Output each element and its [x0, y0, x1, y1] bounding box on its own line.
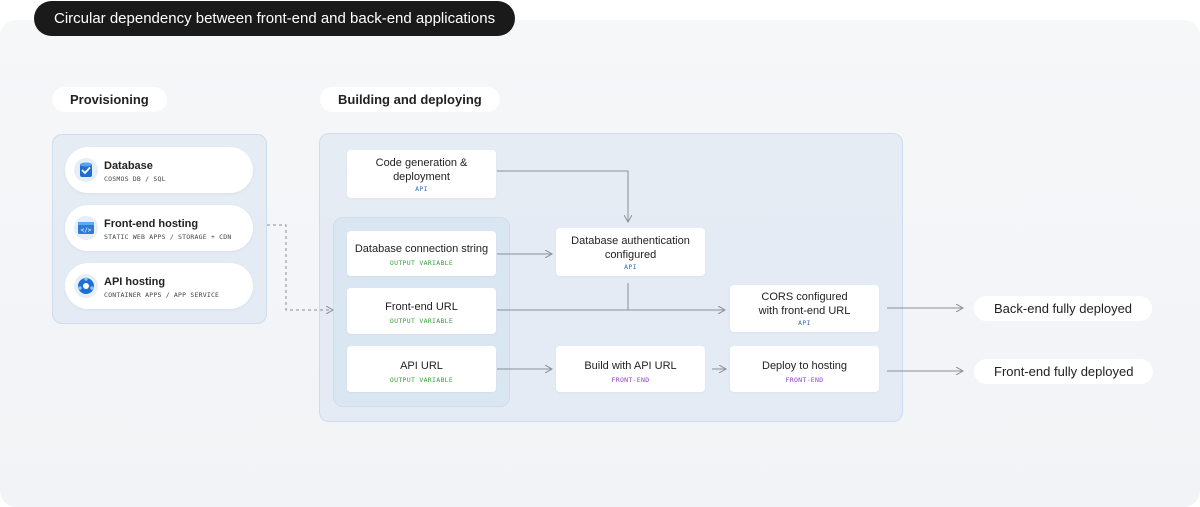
service-database: Database COSMOS DB / SQL — [65, 147, 253, 193]
step-tag: OUTPUT VARIABLE — [389, 259, 454, 267]
service-frontend-hosting: </> Front-end hosting STATIC WEB APPS / … — [65, 205, 253, 251]
service-sub: STATIC WEB APPS / STORAGE + CDN — [104, 233, 232, 241]
service-name: Database — [104, 160, 153, 172]
svg-text:</>: </> — [81, 227, 92, 234]
service-api-hosting: API hosting CONTAINER APPS / APP SERVICE — [65, 263, 253, 309]
section-provisioning: Provisioning — [52, 87, 167, 112]
step-label: Build with API URL — [584, 360, 677, 372]
step-tag: OUTPUT VARIABLE — [389, 317, 454, 325]
step-label: configured — [604, 249, 657, 261]
step-label: Code generation & — [375, 157, 468, 169]
step-db-connection-string: Database connection string OUTPUT VARIAB… — [347, 231, 496, 276]
outcome-frontend-deployed: Front-end fully deployed — [974, 359, 1154, 384]
step-deploy-to-hosting: Deploy to hosting FRONT-END — [730, 346, 879, 392]
service-sub: COSMOS DB / SQL — [104, 175, 166, 183]
service-sub: CONTAINER APPS / APP SERVICE — [104, 291, 220, 299]
step-tag: FRONT-END — [611, 376, 650, 384]
step-label: with front-end URL — [758, 305, 851, 317]
step-tag: FRONT-END — [785, 376, 824, 384]
step-label: deployment — [393, 171, 450, 183]
step-tag: OUTPUT VARIABLE — [389, 376, 454, 384]
step-frontend-url: Front-end URL OUTPUT VARIABLE — [347, 288, 496, 334]
step-tag: API — [624, 263, 637, 271]
step-build-with-api-url: Build with API URL FRONT-END — [556, 346, 705, 392]
step-label: CORS configured — [761, 291, 848, 303]
step-api-url: API URL OUTPUT VARIABLE — [347, 346, 496, 392]
step-tag: API — [798, 319, 811, 327]
step-label: Deploy to hosting — [762, 360, 847, 372]
step-tag: API — [415, 185, 428, 193]
step-label: Database connection string — [354, 243, 489, 255]
step-code-generation: Code generation & deployment API — [347, 150, 496, 198]
database-icon — [74, 158, 98, 182]
diagram-title: Circular dependency between front-end an… — [34, 1, 516, 36]
step-label: API URL — [400, 360, 443, 372]
api-hosting-icon — [74, 274, 98, 298]
step-cors-configured: CORS configured with front-end URL API — [730, 285, 879, 332]
web-hosting-icon: </> — [74, 216, 98, 240]
step-label: Database authentication — [571, 235, 690, 247]
service-name: Front-end hosting — [104, 218, 199, 230]
step-db-authentication: Database authentication configured API — [556, 228, 705, 276]
step-label: Front-end URL — [385, 301, 458, 313]
service-name: API hosting — [104, 276, 166, 288]
outcome-backend-deployed: Back-end fully deployed — [974, 296, 1153, 321]
section-building-deploying: Building and deploying — [320, 87, 500, 112]
